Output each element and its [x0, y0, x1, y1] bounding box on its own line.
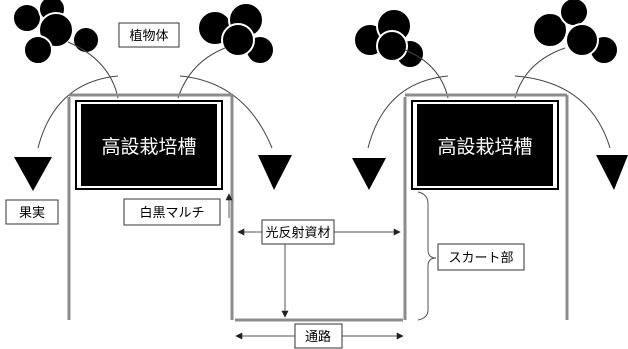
right-bed-box	[417, 104, 553, 186]
label-reflective-text: 光反射資材	[265, 225, 330, 241]
right-skirt-frame	[403, 93, 569, 320]
label-fruit-text: 果実	[19, 205, 45, 221]
label-skirt-text: スカート部	[448, 251, 513, 266]
right-plant-leaves-right	[532, 0, 619, 65]
left-bed-unit	[12, 0, 292, 320]
left-bed-box	[81, 104, 217, 186]
fruit-icon	[14, 157, 52, 191]
left-bed-label: 高設栽培槽	[101, 136, 196, 158]
label-aisle: 通路	[294, 323, 343, 349]
label-plant-text: 植物体	[129, 29, 168, 44]
fruit-icon	[596, 155, 628, 190]
label-mulch-text: 白黒マルチ	[139, 205, 204, 221]
left-plant-leaves-left	[12, 0, 100, 65]
label-aisle-text: 通路	[305, 329, 331, 345]
label-skirt: スカート部	[437, 243, 525, 271]
label-reflective: 光反射資材	[261, 219, 335, 245]
label-plant: 植物体	[118, 22, 180, 48]
left-plant-stems	[37, 41, 273, 149]
right-bed-label: 高設栽培槽	[437, 136, 532, 158]
label-mulch: 白黒マルチ	[123, 198, 221, 226]
right-plant-stems	[367, 47, 611, 149]
fruit-icon	[352, 158, 386, 190]
left-plant-leaves-right	[197, 2, 275, 65]
left-skirt-frame	[67, 93, 234, 320]
fruit-icon	[258, 155, 292, 190]
right-plant-leaves-left	[353, 8, 425, 69]
label-fruit: 果実	[5, 199, 59, 225]
right-bed-unit	[352, 0, 628, 320]
annotation-lines	[225, 191, 437, 340]
